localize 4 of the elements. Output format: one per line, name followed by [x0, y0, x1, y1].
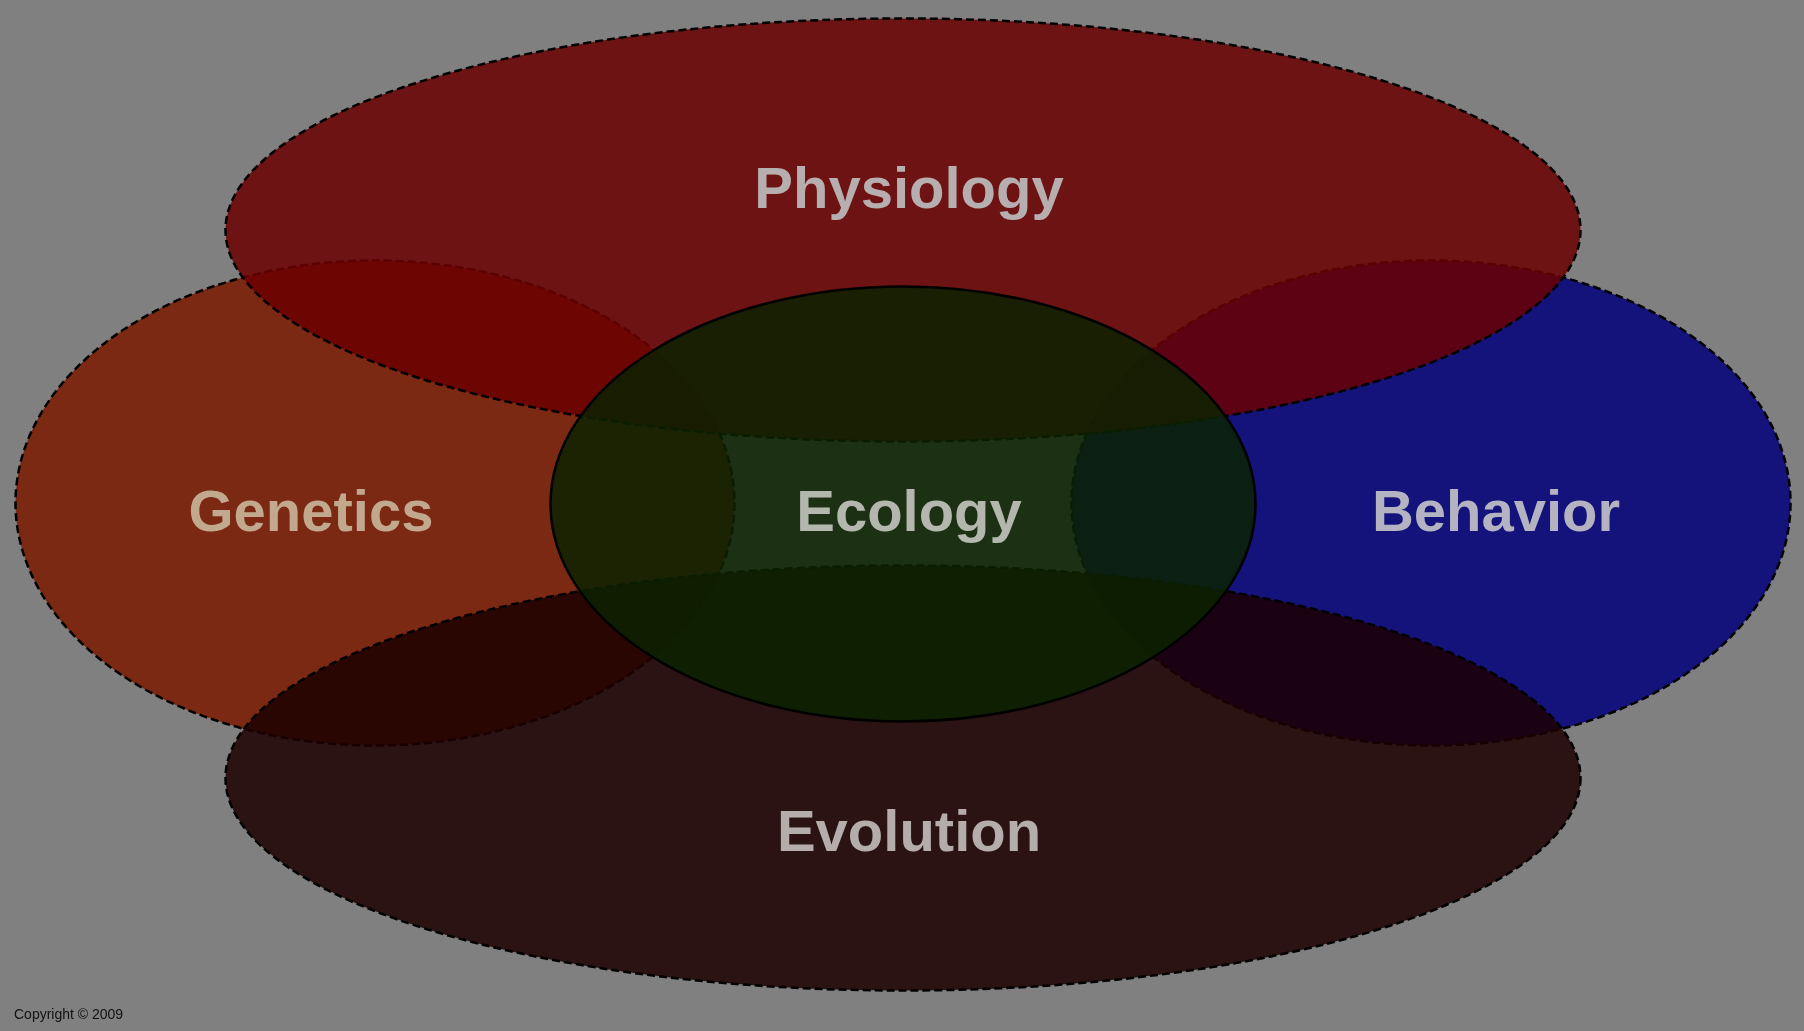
copyright-note: Copyright © 2009	[14, 1006, 124, 1022]
circle-label: Genetics	[188, 482, 434, 540]
circle-label: Evolution	[776, 802, 1042, 860]
circle-label: Behavior	[1371, 482, 1621, 540]
